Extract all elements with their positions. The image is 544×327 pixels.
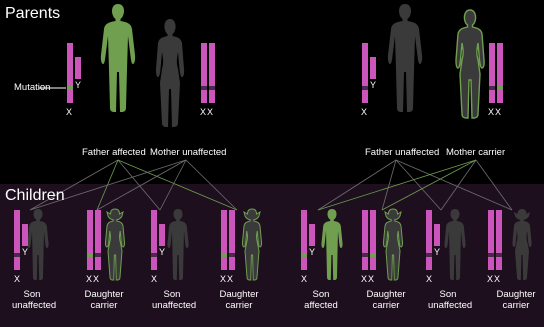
child-3-x-mark: X [151,275,157,284]
child-8-label-line1: Daughter [494,289,538,300]
child-7-label-line2: unaffected [428,300,468,311]
child-4-label: Daughter carrier [217,289,261,311]
child-7-figure [444,209,465,280]
father-unaffected-x-mark: X [361,108,367,117]
child-1-figure [27,209,48,280]
father-affected-x-mark: X [66,108,72,117]
child-5-x-mark: X [301,275,307,284]
father-unaffected-chromosomes [362,43,376,103]
child-5-figure [321,209,342,280]
child-5-y-mark: Y [309,248,315,257]
mother-unaffected-chromosomes [201,43,215,103]
mother-carrier-x-marks: XX [488,108,502,117]
children-heading: Children [5,187,65,205]
child-7-label-line1: Son [428,289,468,300]
child-2-chromosomes [87,210,101,270]
child-7-y-mark: Y [434,248,440,257]
child-5-label-line2: affected [301,300,341,311]
child-8-figure [512,209,531,280]
child-4-chromosomes [221,210,235,270]
child-6-chromosomes [362,210,376,270]
father-affected-figure [101,4,135,112]
mother-unaffected-x-marks: XX [200,108,214,117]
child-3-label-line2: unaffected [152,300,192,311]
mother-carrier-label: Mother carrier [446,147,505,158]
child-3-y-mark: Y [159,248,165,257]
mother-carrier-chromosomes [489,43,503,103]
child-6-label-line2: carrier [364,300,408,311]
child-7-chromosomes [426,210,440,270]
child-8-x-marks: XX [487,275,501,284]
child-5-label-line1: Son [301,289,341,300]
child-2-figure [105,209,124,280]
child-2-label-line2: carrier [82,300,126,311]
father-unaffected-figure [388,4,422,112]
child-4-label-line1: Daughter [217,289,261,300]
child-7-x-mark: X [426,275,432,284]
child-6-x-marks: XX [361,275,375,284]
parents-heading: Parents [5,5,60,23]
child-7-label: Son unaffected [428,289,468,311]
child-2-label: Daughter carrier [82,289,126,311]
child-4-x-marks: XX [220,275,234,284]
father-affected-label: Father affected [82,147,146,158]
child-3-figure [167,209,188,280]
child-6-label: Daughter carrier [364,289,408,311]
child-3-chromosomes [151,210,165,270]
child-2-x-marks: XX [86,275,100,284]
father-affected-y-mark: Y [75,81,81,90]
child-1-y-mark: Y [22,248,28,257]
child-6-label-line1: Daughter [364,289,408,300]
child-3-label: Son unaffected [152,289,192,311]
mother-unaffected-figure [156,19,184,127]
child-1-x-mark: X [14,275,20,284]
child-1-chromosomes [14,210,28,270]
father-unaffected-y-mark: Y [370,81,376,90]
child-1-label-line2: unaffected [12,300,52,311]
child-2-label-line1: Daughter [82,289,126,300]
father-affected-chromosomes [67,43,81,103]
child-1-label-line1: Son [12,289,52,300]
father-unaffected-label: Father unaffected [365,147,439,158]
child-4-figure [242,209,261,280]
mother-carrier-figure [456,10,484,118]
child-6-figure [383,209,402,280]
inheritance-lines [30,160,512,210]
child-1-label: Son unaffected [12,289,52,311]
mother-unaffected-label: Mother unaffected [150,147,226,158]
child-3-label-line1: Son [152,289,192,300]
mutation-label: Mutation [14,82,50,93]
child-8-chromosomes [488,210,502,270]
child-5-chromosomes [301,210,315,270]
child-4-label-line2: carrier [217,300,261,311]
child-5-label: Son affected [301,289,341,311]
child-8-label: Daughter carrier [494,289,538,311]
child-8-label-line2: carrier [494,300,538,311]
